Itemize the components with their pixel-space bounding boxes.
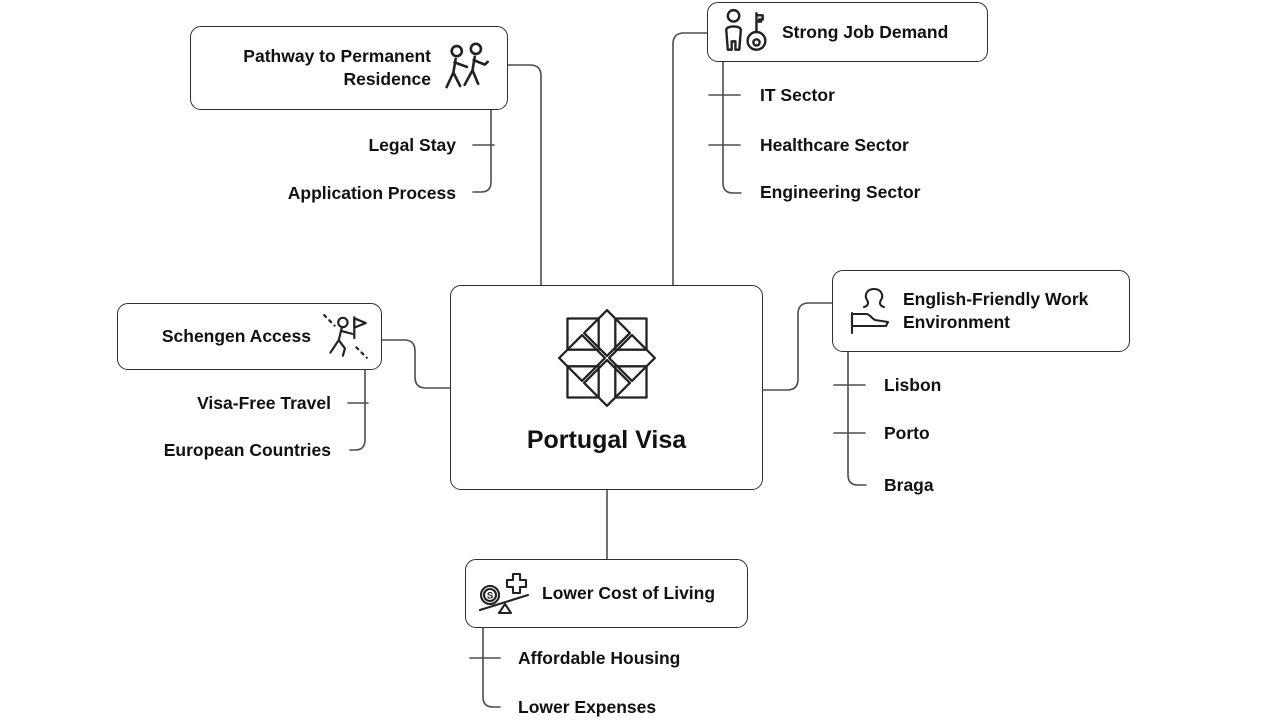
connector-pathway-center xyxy=(507,64,542,286)
person-flag-icon xyxy=(847,283,891,339)
leaf-lisbon: Lisbon xyxy=(884,375,942,395)
center-node-label: Portugal Visa xyxy=(526,426,687,454)
compass-ornament-icon xyxy=(555,306,659,410)
node-label: Schengen Access xyxy=(161,326,311,347)
leaf-it-sector: IT Sector xyxy=(760,85,835,105)
leaf-european-countries: European Countries xyxy=(163,440,331,460)
leaf-visa-free-travel: Visa-Free Travel xyxy=(197,393,331,413)
node-portugal-visa: Portugal Visa xyxy=(450,285,763,490)
svg-text:S: S xyxy=(487,590,493,601)
leaf-porto: Porto xyxy=(884,423,930,443)
node-label: Strong Job Demand xyxy=(782,21,949,42)
node-lower-cost-of-living: S Lower Cost of Living xyxy=(465,559,748,628)
leaf-lower-expenses: Lower Expenses xyxy=(518,697,657,717)
leaf-legal-stay: Legal Stay xyxy=(368,135,456,155)
node-label: Lower Cost of Living xyxy=(542,583,716,604)
leaf-healthcare-sector: Healthcare Sector xyxy=(760,135,909,155)
connector-pathway-children xyxy=(472,109,492,193)
node-strong-job-demand: Strong Job Demand xyxy=(707,2,988,62)
node-pathway-permanent-residence: Pathway to Permanent Residence xyxy=(190,26,508,110)
node-schengen-access: Schengen Access xyxy=(117,303,382,370)
connector-jobs-center xyxy=(672,32,708,286)
node-label: English-Friendly Work Environment xyxy=(903,289,1089,332)
connector-schengen-children xyxy=(349,369,366,451)
leaf-affordable-housing: Affordable Housing xyxy=(518,648,681,668)
person-key-icon xyxy=(720,7,770,57)
node-english-friendly-work: English-Friendly Work Environment xyxy=(832,270,1130,352)
connector-schengen-center xyxy=(381,339,451,389)
connector-jobs-children xyxy=(722,61,742,194)
hiker-flag-icon xyxy=(319,310,373,364)
leaf-braga: Braga xyxy=(884,475,934,495)
leaf-engineering-sector: Engineering Sector xyxy=(760,182,921,202)
connector-center-english xyxy=(762,302,833,391)
coin-balance-icon: S xyxy=(476,569,532,619)
walking-couple-icon xyxy=(441,40,495,96)
connector-cost-children xyxy=(482,627,501,708)
connector-english-children xyxy=(847,351,867,486)
node-label: Pathway to Permanent Residence xyxy=(243,46,431,89)
leaf-application-process: Application Process xyxy=(287,183,456,203)
